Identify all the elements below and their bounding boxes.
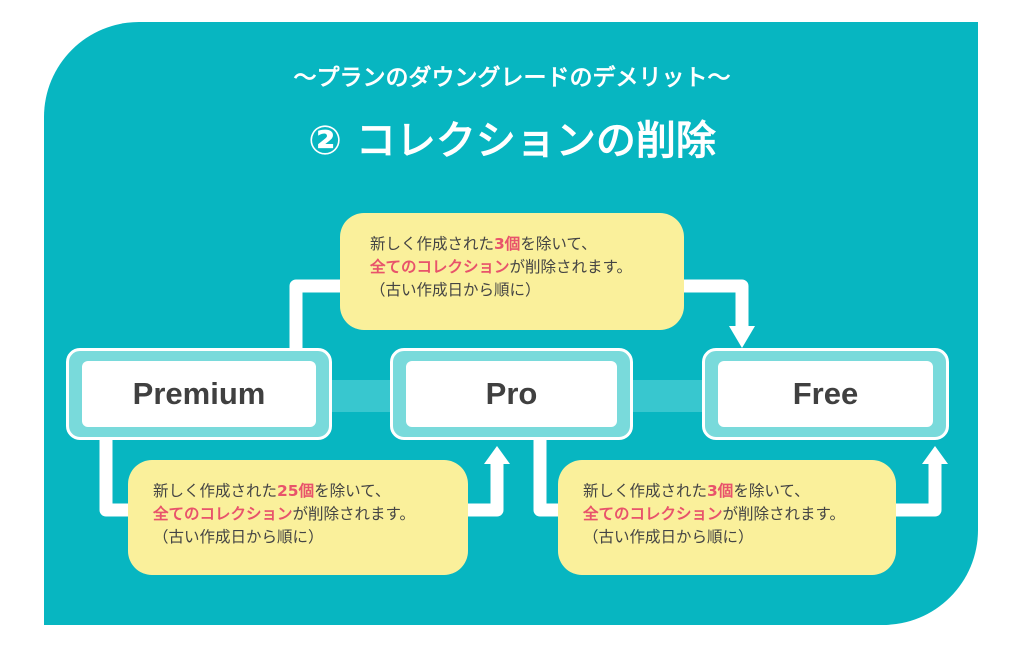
arrowhead-icon: [484, 446, 510, 464]
plan-free: Free: [702, 348, 949, 440]
page-title: ② コレクションの削除: [308, 118, 716, 164]
note-text: 新しく作成された: [153, 482, 278, 500]
note-text: が削除されます。: [509, 258, 632, 276]
note-count: 25個: [277, 482, 315, 500]
note-premium-to-free: 新しく作成された3個を除いて、 全てのコレクションが削除されます。 （古い作成日…: [340, 213, 684, 330]
note-count: 3個: [494, 235, 521, 253]
plan-label: Pro: [406, 361, 617, 427]
plan-label: Premium: [82, 361, 316, 427]
note-paren: （古い作成日から順に）: [153, 528, 324, 546]
plan-pro: Pro: [390, 348, 633, 440]
note-highlight: 全てのコレクション: [583, 505, 723, 523]
note-text: が削除されます。: [722, 505, 845, 523]
note-highlight: 全てのコレクション: [153, 505, 293, 523]
note-premium-to-pro: 新しく作成された25個を除いて、 全てのコレクションが削除されます。 （古い作成…: [128, 460, 468, 575]
note-pro-to-free: 新しく作成された3個を除いて、 全てのコレクションが削除されます。 （古い作成日…: [558, 460, 896, 575]
note-paren: （古い作成日から順に）: [370, 281, 541, 299]
note-text: を除いて、: [520, 235, 597, 253]
note-text: 新しく作成された: [370, 235, 495, 253]
note-highlight: 全てのコレクション: [370, 258, 510, 276]
note-count: 3個: [707, 482, 734, 500]
note-text: 新しく作成された: [583, 482, 708, 500]
subtitle: 〜プランのダウングレードのデメリット〜: [293, 65, 731, 91]
note-text: を除いて、: [314, 482, 391, 500]
arrowhead-icon: [729, 326, 755, 348]
note-paren: （古い作成日から順に）: [583, 528, 754, 546]
arrowhead-icon: [922, 446, 948, 464]
plan-premium: Premium: [66, 348, 332, 440]
note-text: を除いて、: [733, 482, 810, 500]
plan-label: Free: [718, 361, 933, 427]
note-text: が削除されます。: [292, 505, 415, 523]
